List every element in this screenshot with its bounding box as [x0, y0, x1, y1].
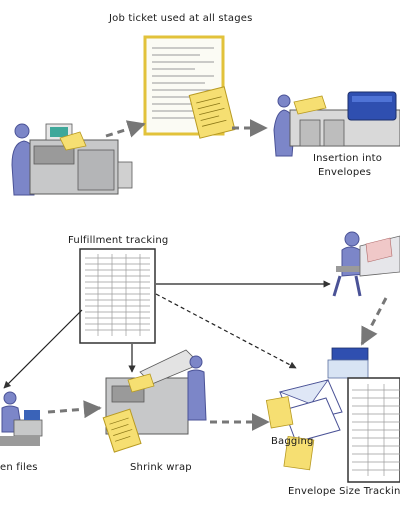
flow-arrows — [3, 119, 388, 431]
arrow-files-to-shrinkwrap — [47, 400, 102, 419]
bagging-label: Bagging — [271, 436, 314, 447]
job-ticket-label: Job ticket used at all stages — [109, 13, 253, 24]
inserter-machine — [273, 91, 400, 157]
files-label: en files — [0, 462, 38, 473]
job-ticket-note — [188, 86, 236, 139]
shrink-wrap-printer — [102, 349, 207, 453]
insertion-label: Insertion into — [313, 153, 383, 164]
arrow-desk-to-bagging — [360, 297, 388, 346]
arrow-printer-to-ticket — [105, 120, 146, 138]
arrow-fulfillment-to-files — [3, 309, 83, 389]
envelope-size-tracking-label: Envelope Size Tracking — [288, 486, 400, 497]
printer-station-left — [11, 123, 133, 196]
insertion-label-line2: Envelopes — [318, 167, 372, 178]
shrink-wrap-label: Shrink wrap — [130, 462, 192, 473]
fulfillment-tracking-document — [79, 248, 156, 344]
fulfillment-tracking-label: Fulfillment tracking — [68, 235, 169, 246]
envelope-size-tracking-document — [347, 377, 400, 483]
worker-files — [0, 391, 43, 446]
job-ticket-document — [143, 35, 225, 136]
worker-desk-right — [332, 231, 400, 297]
arrow-fulfillment-to-bagging — [155, 293, 297, 369]
bagging-station — [265, 347, 400, 483]
